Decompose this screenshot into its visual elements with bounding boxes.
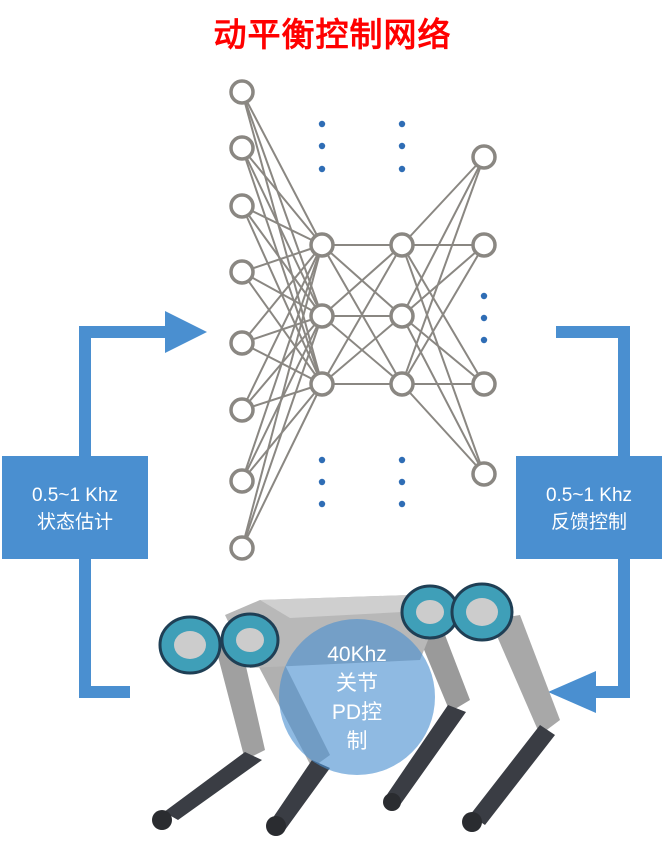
joint-pd-text-3: 制: [346, 730, 368, 753]
ellipsis-dot: [398, 500, 406, 508]
neuron-node: [471, 144, 497, 170]
network-connections: [241, 91, 485, 549]
network-edge: [401, 156, 485, 246]
robot-hip-joint: [400, 584, 460, 640]
robot-rear-leg: [462, 615, 560, 832]
neuron-node: [229, 468, 255, 494]
ellipsis-dots: [318, 120, 488, 508]
ellipsis-dot: [318, 120, 326, 128]
network-edge: [241, 205, 323, 246]
network-edge: [241, 91, 323, 246]
network-edge: [241, 147, 323, 246]
neuron-node: [389, 232, 415, 258]
state-estimation-label: 状态估计: [36, 512, 113, 533]
ellipsis-dot: [398, 120, 406, 128]
network-edge: [241, 244, 323, 411]
network-edge: [241, 91, 323, 385]
ellipsis-dot: [398, 456, 406, 464]
neuron-node: [229, 79, 255, 105]
ellipsis-dot: [318, 142, 326, 150]
neuron-node: [309, 303, 335, 329]
state-estimation-frequency: 0.5~1 Khz: [31, 485, 119, 506]
neuron-node: [229, 259, 255, 285]
network-edge: [321, 315, 403, 385]
joint-pd-frequency: 40Khz: [327, 643, 387, 666]
joint-pd-text-1: 关节: [336, 672, 378, 695]
network-edge: [241, 147, 323, 317]
robot-front-leg: [152, 640, 265, 830]
network-neurons: [229, 79, 497, 561]
ellipsis-dot: [480, 314, 488, 322]
ellipsis-dot: [398, 478, 406, 486]
network-edge: [401, 244, 485, 475]
ellipsis-dot: [398, 165, 406, 173]
ellipsis-dot: [318, 478, 326, 486]
page-title: 动平衡控制网络: [213, 15, 452, 54]
feedback-control-label: 反馈控制: [550, 512, 627, 533]
network-edge: [401, 244, 485, 317]
neuron-node: [229, 193, 255, 219]
robot-rear-leg: [386, 635, 470, 805]
neuron-node: [389, 371, 415, 397]
joint-pd-label: 40Khz 关节 PD控 制: [292, 640, 422, 756]
neuron-node: [389, 303, 415, 329]
network-edge: [401, 383, 485, 475]
network-edge: [241, 244, 323, 344]
neuron-node: [471, 232, 497, 258]
neuron-node: [229, 135, 255, 161]
network-edge: [241, 315, 323, 549]
neuron-node: [471, 461, 497, 487]
network-edge: [241, 91, 323, 317]
neuron-node: [309, 371, 335, 397]
robot-hip-joint: [158, 615, 222, 675]
feedback-control-frequency: 0.5~1 Khz: [545, 485, 633, 506]
robot-hip-joint: [220, 612, 280, 668]
network-edge: [321, 244, 403, 385]
neuron-node: [229, 330, 255, 356]
ellipsis-dot: [480, 336, 488, 344]
joint-pd-circle: [279, 619, 435, 775]
ellipsis-dot: [318, 500, 326, 508]
network-edge: [241, 244, 323, 482]
network-edge: [401, 244, 485, 385]
robot-hip-joint: [450, 582, 514, 642]
network-edge: [321, 244, 403, 317]
ellipsis-dot: [398, 142, 406, 150]
neuron-node: [471, 371, 497, 397]
network-edge: [401, 156, 485, 317]
network-edge: [401, 315, 485, 475]
network-edge: [241, 244, 323, 549]
ellipsis-dot: [318, 165, 326, 173]
network-edge: [401, 315, 485, 385]
neuron-node: [309, 232, 335, 258]
network-edge: [241, 244, 323, 273]
neuron-node: [229, 397, 255, 423]
state-estimation-box: 0.5~1 Khz 状态估计: [2, 456, 148, 559]
feedback-control-box: 0.5~1 Khz 反馈控制: [516, 456, 662, 559]
ellipsis-dot: [318, 456, 326, 464]
joint-pd-text-2: PD控: [331, 701, 383, 724]
ellipsis-dot: [480, 292, 488, 300]
neuron-node: [229, 535, 255, 561]
network-edge: [241, 383, 323, 549]
network-edge: [401, 156, 485, 385]
